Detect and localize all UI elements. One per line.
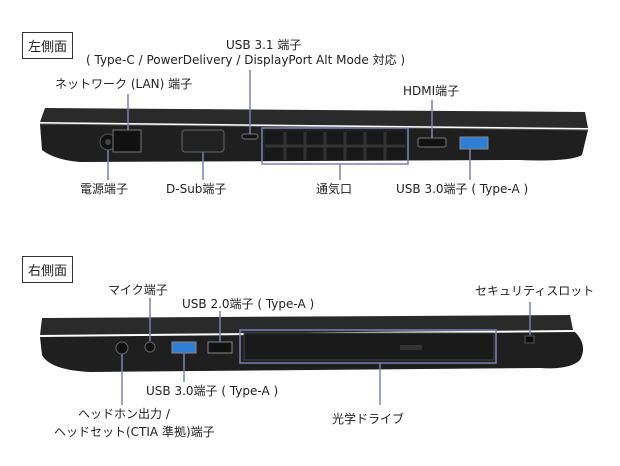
label-hdmi: HDMI端子 xyxy=(403,84,460,98)
label-power: 電源端子 xyxy=(80,182,129,196)
security-slot xyxy=(524,335,535,344)
right-leader-lines xyxy=(121,298,531,405)
label-headphone-line1: ヘッドホン出力 / xyxy=(78,407,170,421)
label-headphone-line2: ヘッドセット(CTIA 準拠)端子 xyxy=(54,425,215,439)
label-usb2: USB 2.0端子 ( Type-A ) xyxy=(182,297,315,311)
dsub-port xyxy=(181,129,225,153)
lan-port xyxy=(112,129,142,153)
mic-jack xyxy=(144,341,156,353)
label-usb-c-line2: ( Type-C / PowerDelivery / DisplayPort A… xyxy=(86,53,406,67)
usb2-port xyxy=(207,341,233,354)
usb3-port-right xyxy=(171,341,197,354)
label-security: セキュリティスロット xyxy=(475,284,595,298)
optical-drive-tray xyxy=(243,332,495,361)
label-mic: マイク端子 xyxy=(108,283,168,297)
left-side-title: 左側面 xyxy=(22,32,74,59)
left-leader-lines xyxy=(107,70,471,180)
usb-c-port xyxy=(241,133,259,140)
hdmi-port xyxy=(417,137,447,148)
label-optical: 光学ドライブ xyxy=(332,412,405,426)
label-dsub: D-Sub端子 xyxy=(166,182,227,196)
label-usb3-left: USB 3.0端子 ( Type-A ) xyxy=(396,182,529,196)
headphone-jack xyxy=(115,341,129,355)
label-vent: 通気口 xyxy=(316,182,353,196)
left-side-laptop xyxy=(39,108,589,162)
right-side-title: 右側面 xyxy=(22,256,74,283)
label-lan: ネットワーク (LAN) 端子 xyxy=(55,77,193,91)
vent-grille xyxy=(265,132,405,160)
label-usb-c-line1: USB 3.1 端子 xyxy=(226,38,302,52)
usb3-port xyxy=(459,136,489,150)
label-usb3-right: USB 3.0端子 ( Type-A ) xyxy=(146,384,279,398)
